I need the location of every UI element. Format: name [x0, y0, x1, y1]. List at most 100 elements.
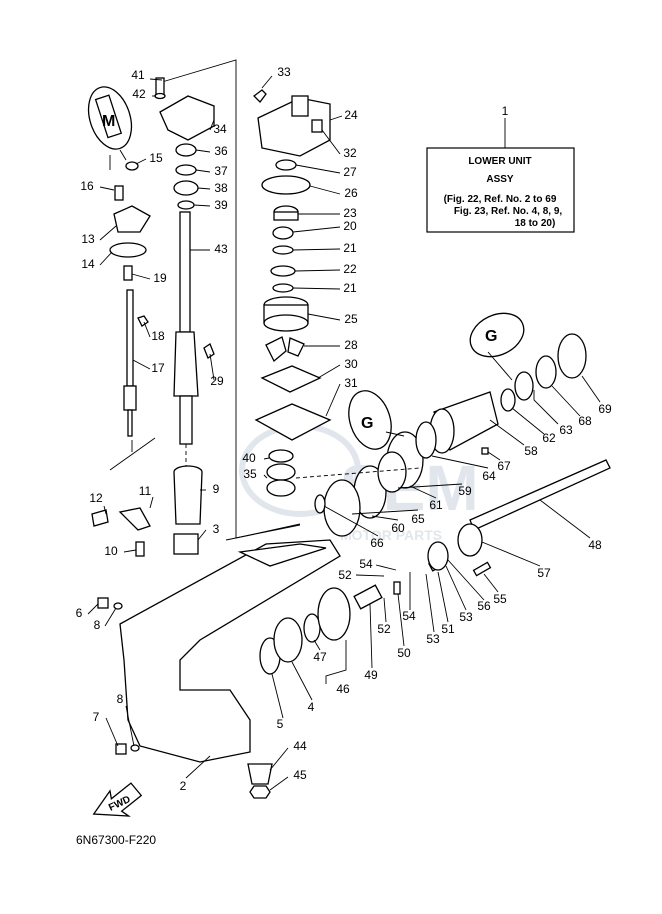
callout-31: 31: [344, 376, 358, 390]
plug-6: [97, 597, 109, 609]
nut-15: [125, 161, 139, 171]
outer-plate-30: [260, 365, 322, 393]
callout-63: 63: [559, 423, 573, 437]
grease-symbol-bubble-2: G: [348, 390, 392, 450]
callout-45: 45: [293, 768, 307, 782]
bolt-33: [253, 89, 267, 103]
callout-3: 3: [213, 522, 220, 536]
lower-casing-2: [119, 539, 341, 763]
callout-65: 65: [411, 512, 425, 526]
callout-49: 49: [364, 668, 378, 682]
washer-21a: [272, 245, 294, 255]
grommet-11: [118, 507, 151, 531]
callout-69: 69: [598, 402, 612, 416]
callout-66: 66: [370, 536, 384, 550]
bearing-36: [175, 143, 197, 157]
callout-22: 22: [343, 262, 357, 276]
shift-rod-17: [123, 289, 137, 437]
bolt-16: [114, 185, 124, 201]
callout-53: 53: [459, 610, 473, 624]
callout-55: 55: [493, 592, 507, 606]
callout-58: 58: [524, 444, 538, 458]
insert-cartridge-23: [273, 205, 299, 221]
callout-48: 48: [588, 538, 602, 552]
callout-13: 13: [81, 232, 95, 246]
reverse-gear-57: [457, 523, 483, 557]
callout-67: 67: [497, 459, 511, 473]
callout-56: 56: [477, 599, 491, 613]
washer-37: [175, 164, 197, 176]
seal-40: [268, 449, 294, 463]
assy-line-5: 18 to 20): [515, 218, 556, 229]
plug-7: [115, 743, 127, 755]
callout-2: 2: [180, 779, 187, 793]
callout-33: 33: [277, 65, 291, 79]
callout-12: 12: [89, 491, 103, 505]
callout-52: 52: [338, 568, 352, 582]
callout-15: 15: [149, 151, 163, 165]
impeller-25: [263, 296, 309, 332]
callout-6: 6: [76, 606, 83, 620]
o-ring-27: [275, 159, 297, 171]
callout-30: 30: [344, 357, 358, 371]
seal-39: [177, 200, 195, 210]
callout-14: 14: [81, 257, 95, 271]
callout-37: 37: [214, 164, 228, 178]
callout-43: 43: [214, 242, 228, 256]
callout-17: 17: [151, 361, 165, 375]
o-ring-26: [261, 175, 311, 195]
callout-68: 68: [578, 414, 592, 428]
seal-68: [535, 355, 557, 389]
gasket-8b: [130, 744, 140, 752]
pin-55: [472, 561, 492, 577]
callout-46: 46: [336, 682, 350, 696]
key-67: [481, 447, 489, 455]
callout-32: 32: [343, 146, 357, 160]
callout-61: 61: [429, 498, 443, 512]
callout-51: 51: [441, 622, 455, 636]
callout-47: 47: [313, 650, 327, 664]
callout-41: 41: [131, 68, 145, 82]
callout-34: 34: [213, 122, 227, 136]
watermark-sub: MOTOR PARTS: [340, 527, 442, 543]
callout-38: 38: [214, 181, 228, 195]
callout-59: 59: [458, 484, 472, 498]
drive-shaft-housing-34: [159, 95, 215, 141]
key-28: [265, 336, 305, 363]
callout-25: 25: [344, 312, 358, 326]
bolt-10: [135, 541, 145, 557]
callout-28: 28: [344, 338, 358, 352]
bearing-35b: [266, 479, 296, 497]
callout-50: 50: [397, 646, 411, 660]
callout-21: 21: [343, 281, 357, 295]
o-ring-64: [415, 421, 437, 459]
svg-text:G: G: [485, 328, 497, 345]
assy-title-box: LOWER UNIT ASSY (Fig. 22, Ref. No. 2 to …: [426, 118, 575, 233]
callout-42: 42: [132, 87, 146, 101]
callout-62: 62: [542, 431, 556, 445]
o-ring-14: [109, 242, 147, 258]
callout-60: 60: [391, 521, 405, 535]
callout-52: 52: [377, 622, 391, 636]
callout-27: 27: [343, 165, 357, 179]
washer-42: [154, 92, 166, 100]
assy-line-4: Fig. 23, Ref. No. 4, 8, 9,: [454, 206, 563, 217]
callout-8: 8: [117, 692, 124, 706]
bearing-35a: [266, 463, 296, 481]
bearing-3: [173, 533, 199, 555]
forward-gear-46: [317, 587, 351, 641]
callout-20: 20: [343, 219, 357, 233]
washer-21b: [272, 283, 294, 293]
fwd-arrow-icon: FWD: [92, 782, 143, 817]
grease-symbol-bubble-3: G: [469, 312, 525, 358]
callout-57: 57: [537, 566, 551, 580]
assembly-boundary: [109, 59, 301, 541]
assy-line-1: LOWER UNIT: [468, 156, 531, 167]
nut-45: [249, 785, 271, 799]
callout-40: 40: [242, 451, 256, 465]
bearing-62: [500, 388, 516, 412]
grease-symbol-bubble-1: M: [87, 86, 133, 150]
callout-7: 7: [93, 710, 100, 724]
callout-35: 35: [243, 467, 257, 481]
